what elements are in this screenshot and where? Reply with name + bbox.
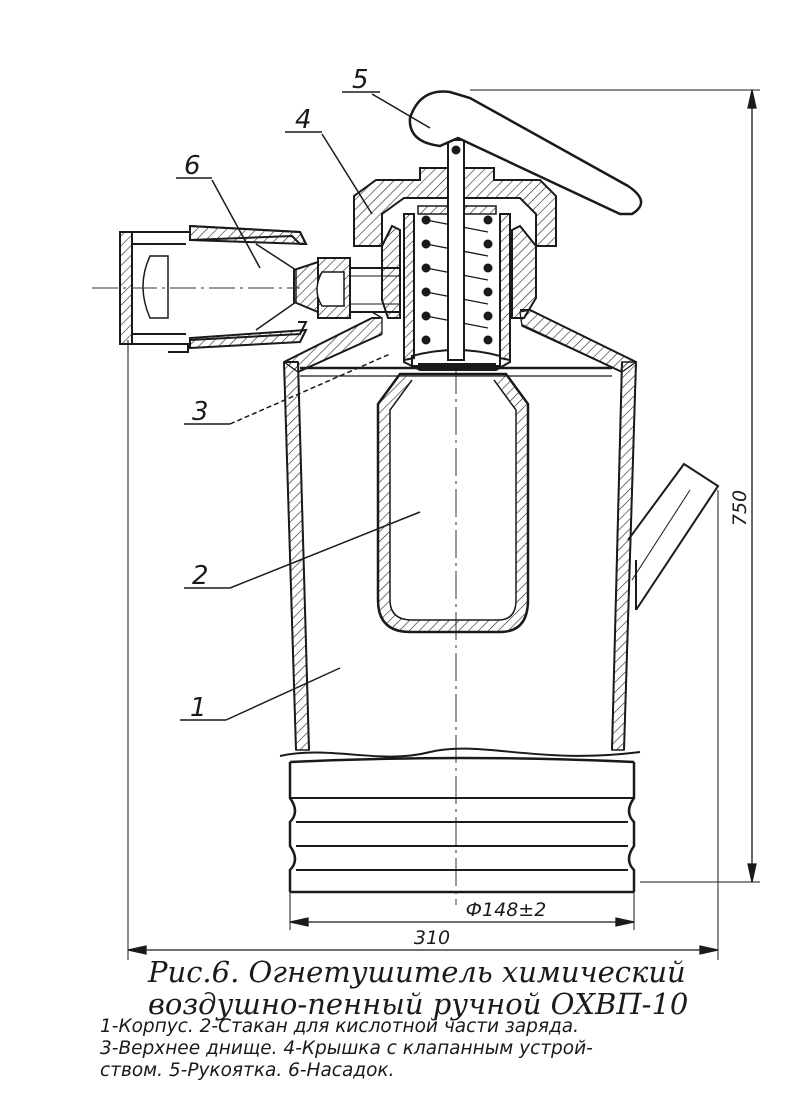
- caption-title-line-2: воздушно-пенный ручной ОХВП-10: [148, 987, 689, 1021]
- callout-4: 4: [295, 105, 312, 135]
- legend-line-3: ством. 5-Рукоятка. 6-Насадок.: [100, 1060, 395, 1081]
- acid-glass: [376, 363, 530, 634]
- caption-title-line-1: Рис.6. Огнетушитель химический: [148, 955, 686, 989]
- body-shell: [279, 361, 641, 758]
- valve-stem: [447, 139, 465, 361]
- legend-line-2: 3-Верхнее днище. 4-Крышка с клапанным ус…: [100, 1038, 593, 1059]
- cap-valve-housing: [353, 167, 557, 371]
- dimension-lines: [127, 89, 760, 960]
- figure-caption-title: Рис.6. Огнетушитель химический воздушно-…: [148, 956, 788, 1020]
- dimension-height-750: 750: [729, 490, 751, 526]
- foam-nozzle: [119, 224, 401, 353]
- callout-6: 6: [184, 151, 201, 181]
- callout-5: 5: [352, 65, 369, 95]
- callout-2: 2: [192, 561, 209, 591]
- side-nozzle-tube: [627, 462, 720, 611]
- figure-legend: 1-Корпус. 2-Стакан для кислотной части з…: [100, 1016, 790, 1082]
- callout-3: 3: [192, 397, 209, 427]
- callout-1: 1: [190, 693, 207, 723]
- dimension-width-310: 310: [414, 927, 450, 949]
- body-bottom-ribs: [288, 756, 636, 894]
- lever-handle: [408, 90, 643, 216]
- dimension-diameter-148: Ф148±2: [466, 899, 547, 921]
- callout-leaders: [176, 91, 431, 721]
- legend-line-1: 1-Корпус. 2-Стакан для кислотной части з…: [100, 1016, 579, 1037]
